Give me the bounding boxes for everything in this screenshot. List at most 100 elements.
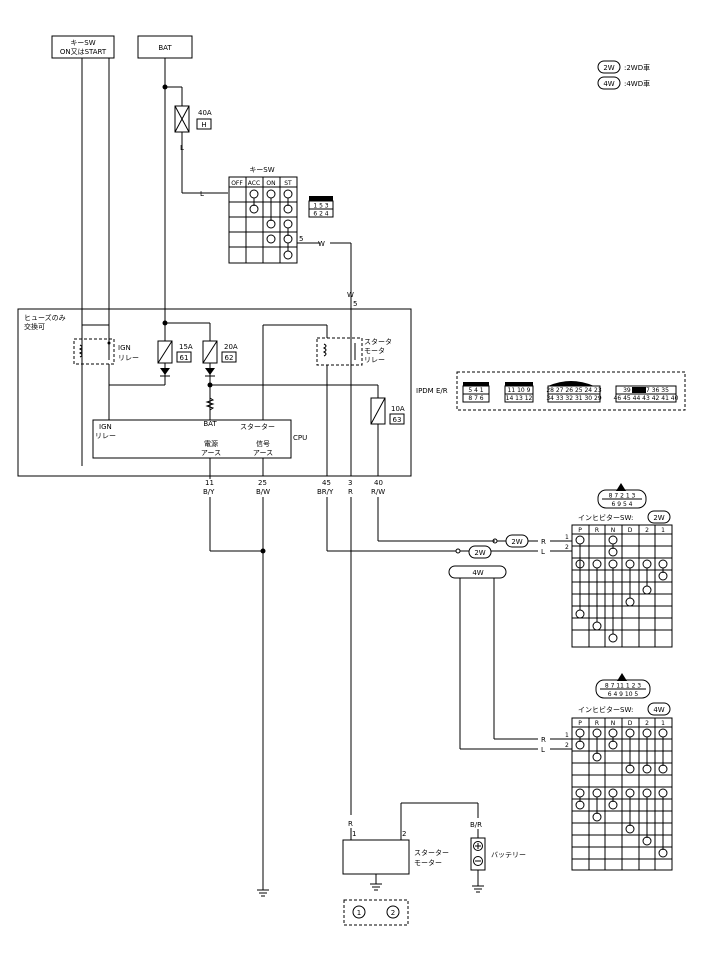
ipdm-conn-1-top: 5 4 1 <box>468 387 483 394</box>
inh2w-conn-top: 8 7 2 1 3 <box>609 493 636 500</box>
starter-motor <box>342 839 410 875</box>
key-sw-label-2: ON又はSTART <box>60 48 107 56</box>
starter-relay-label-2: モータ <box>364 346 385 355</box>
cpu-ign-label-2: リレー <box>95 432 116 440</box>
inhibitor-2w-table: P R N D 2 1 <box>571 524 673 648</box>
legend-2w-text: :2WD車 <box>624 63 650 72</box>
ipdm-note-1: ヒューズのみ <box>24 313 66 322</box>
pin-40: 40 <box>374 479 383 487</box>
pin-11: 11 <box>205 479 214 487</box>
ipdm-conn-3-bottom: 34 33 32 31 30 29 <box>546 395 602 402</box>
ipdm-connector-3: 28 27 26 25 24 23 34 33 32 31 30 29 <box>546 381 602 403</box>
key-switch-table: OFF ACC ON ST <box>228 176 298 264</box>
wire-bry: BR/Y <box>317 488 334 496</box>
bottom-connector-1: 1 <box>357 909 361 917</box>
inh4w-col-p: P <box>578 720 582 727</box>
badge-2w-l-text: 2W <box>474 549 485 557</box>
ipdm-conn-1-bottom: 8 7 6 <box>468 395 483 402</box>
pin-45: 45 <box>322 479 331 487</box>
key-connector-top: 1 5 3 <box>313 203 328 210</box>
inh2w-r-label: R <box>541 538 546 546</box>
inh2w-col-r: R <box>595 527 599 534</box>
cpu-signal-label-1: 信号 <box>256 439 270 448</box>
wire-by: B/Y <box>203 488 215 496</box>
pin-25: 25 <box>258 479 267 487</box>
inh2w-title: インヒビターSW: <box>578 513 633 522</box>
starter-wire-r: R <box>348 820 353 828</box>
ipdm-conn-2-top: 11 10 9 <box>508 387 531 394</box>
legend-4w-badge <box>597 76 621 90</box>
ipdm-conn-2-bottom: 14 13 12 <box>506 395 533 402</box>
ipdm-connector-2: 11 10 9 14 13 12 <box>504 382 534 403</box>
fuse-20a-rating: 20A <box>224 343 238 351</box>
wire-w-label: W <box>318 240 325 248</box>
ign-relay-label-2: リレー <box>118 354 139 362</box>
inh2w-col-2: 2 <box>645 527 649 534</box>
battery-minus-icon <box>473 856 483 866</box>
ign-relay-label-1: IGN <box>118 344 131 352</box>
ipdm-pin-5: 5 <box>353 300 357 308</box>
battery-label: バッテリー <box>491 851 526 859</box>
inh4w-conn-bottom: 6 4 9 10 5 <box>608 691 639 698</box>
ipdm-conn-4-top: 39 38 37 36 35 <box>623 387 669 394</box>
starter-relay-label-1: スタータ <box>364 337 392 346</box>
inh4w-title-badge: 4W <box>653 706 664 714</box>
cpu-box <box>92 419 292 459</box>
fuse-10a-rating: 10A <box>391 405 405 413</box>
inh4w-col-2: 2 <box>645 720 649 727</box>
inh2w-col-p: P <box>578 527 582 534</box>
ipdm-conn-4-bottom: 46 45 44 43 42 41 40 <box>614 395 679 402</box>
cpu-starter-label: スターター <box>240 422 275 431</box>
badge-4w-text: 4W <box>472 569 483 577</box>
inh4w-col-d: D <box>628 720 633 727</box>
inh4w-col-1: 1 <box>661 720 665 727</box>
inh2w-col-1: 1 <box>661 527 665 534</box>
starter-motor-label-2: モーター <box>414 858 442 867</box>
key-pin-5: 5 <box>299 235 303 243</box>
inhibitor-4w-table: P R N D 2 1 <box>571 717 673 871</box>
inh4w-pin1: 1 <box>565 732 569 739</box>
inh4w-r-label: R <box>541 736 546 744</box>
inh2w-l-label: L <box>541 548 545 556</box>
key-sw-label-1: キーSW <box>70 39 95 47</box>
inh2w-pin2: 2 <box>565 544 569 551</box>
key-connector: 1 5 3 6 2 4 <box>308 196 334 218</box>
bottom-connector <box>343 899 409 926</box>
key-sw-box <box>51 35 115 59</box>
badge-2w-l <box>468 545 492 559</box>
fuse-20a-code: 62 <box>225 354 234 362</box>
key-col-on: ON <box>266 180 275 187</box>
fuse-15a-rating: 15A <box>179 343 193 351</box>
starter-pin-1: 1 <box>352 830 356 838</box>
legend-4w-badge-text: 4W <box>603 80 614 88</box>
fuse-10a-code: 63 <box>393 416 402 424</box>
inh4w-title: インヒビターSW: <box>578 705 633 714</box>
badge-4w <box>448 565 507 579</box>
inhibitor-2w-connector: 8 7 2 1 3 6 9 5 4 <box>597 483 647 509</box>
fuse-40a-rating: 40A <box>198 109 212 117</box>
wire-rw: R/W <box>371 488 385 496</box>
inh2w-col-n: N <box>611 527 616 534</box>
wire-r: R <box>348 488 353 496</box>
inh2w-conn-bottom: 6 9 5 4 <box>612 501 633 508</box>
starter-pin-2: 2 <box>402 830 406 838</box>
key-col-off: OFF <box>231 180 243 187</box>
inh4w-col-n: N <box>611 720 616 727</box>
ipdm-connector-4: 39 38 37 36 35 46 45 44 43 42 41 40 <box>614 385 679 403</box>
inh2w-pin1: 1 <box>565 534 569 541</box>
starter-motor-label-1: スターター <box>414 848 449 857</box>
wire-l-label-2: L <box>200 190 204 198</box>
inh2w-col-d: D <box>628 527 633 534</box>
starter-relay-label-3: リレー <box>364 356 385 364</box>
inh2w-title-badge: 2W <box>653 514 664 522</box>
wire-l-label-1: L <box>180 144 184 152</box>
battery-plus-icon <box>473 841 483 851</box>
fuse-15a-code: 61 <box>180 354 189 362</box>
cpu-signal-label-2: アース <box>253 449 273 457</box>
bat-label: BAT <box>158 44 172 52</box>
ipdm-conn-3-top: 28 27 26 25 24 23 <box>546 387 602 394</box>
cpu-ign-label-1: IGN <box>99 423 112 431</box>
ipdm-connector-panel <box>456 371 686 411</box>
key-switch-title: キーSW <box>249 166 274 174</box>
